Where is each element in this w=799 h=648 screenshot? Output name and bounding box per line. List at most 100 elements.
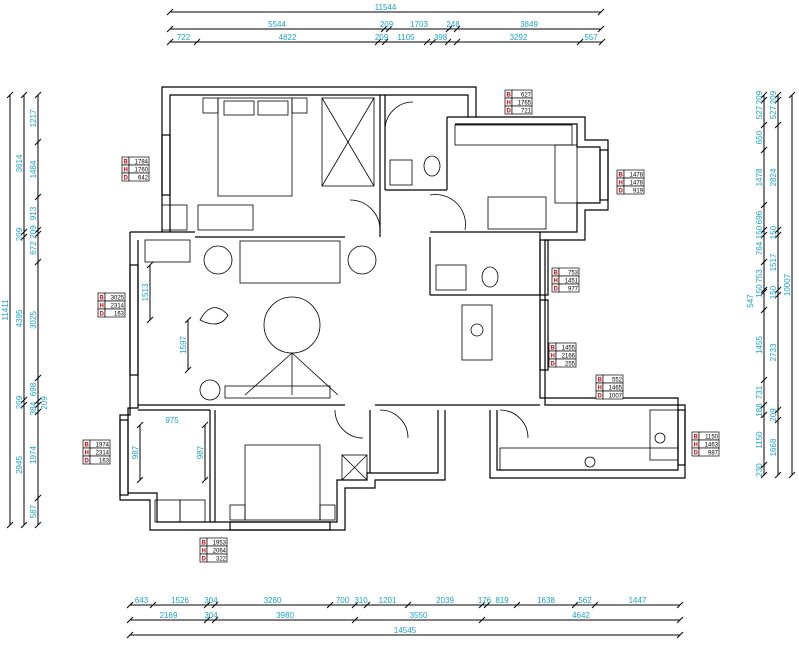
dimension-tick — [444, 38, 452, 46]
right-row3-dim-label: 650 — [755, 130, 764, 144]
table-value: 163 — [99, 459, 110, 465]
left-row3-dim-label: 1217 — [29, 109, 38, 127]
dimension-tick — [126, 616, 134, 624]
dimension-tick — [774, 286, 782, 294]
window — [677, 409, 686, 466]
table-value: 627 — [521, 93, 532, 99]
dimension-tick — [760, 376, 768, 384]
dimension-tick — [774, 91, 782, 99]
right-row2-dim-label: 2824 — [769, 168, 778, 186]
door-swing — [349, 199, 381, 231]
right-row2-dim-label: 1517 — [769, 253, 778, 271]
table-key: H — [598, 386, 602, 392]
left-row3-dim-label: 913 — [29, 206, 38, 220]
nightstand — [291, 97, 308, 114]
bed — [217, 97, 293, 197]
coffee-table — [263, 296, 321, 354]
dimension-tick — [788, 91, 796, 99]
dining-table — [461, 304, 493, 361]
right-row3-dim-label: 1455 — [755, 336, 764, 354]
table-value-cell — [89, 455, 111, 465]
top-row2-dim-label: 1703 — [410, 20, 428, 29]
dimension-tick — [20, 91, 28, 99]
table-value: 163 — [114, 312, 125, 318]
dimension-tick — [6, 91, 14, 99]
door-swing — [499, 409, 529, 439]
right-row3-dim-label: 1478 — [755, 168, 764, 186]
table-value: 2166 — [562, 354, 576, 360]
armchair — [199, 307, 229, 325]
interior-dim-label: 1597 — [179, 336, 188, 354]
dimension-tick — [513, 601, 521, 609]
top-row2-dim-label: 248 — [446, 20, 460, 29]
dimension-tick — [591, 601, 599, 609]
right-row3-dim-label: 696 — [755, 210, 764, 224]
outer-wall-inner — [455, 123, 679, 471]
table-key: H — [124, 168, 128, 174]
table-value: 322 — [216, 557, 227, 563]
dimension-tick — [34, 494, 42, 502]
bottom-row2-dim-label: 3980 — [276, 611, 294, 620]
dimension-tick — [363, 601, 371, 609]
table-value: 1478 — [630, 173, 644, 179]
dimension-tick — [676, 631, 684, 639]
left-row2-dim-label: 209 — [15, 227, 24, 241]
toilet — [423, 155, 441, 177]
right-row3-dim-label: 731 — [755, 385, 764, 399]
bottom-row1-dim-label: 643 — [135, 596, 149, 605]
dimension-tick — [760, 471, 768, 479]
dimension-tick — [774, 231, 782, 239]
dimension-tick — [760, 146, 768, 154]
bathtub-or-shower — [389, 159, 413, 186]
right-row2-dim-label: 150 — [769, 285, 778, 299]
stove — [584, 456, 596, 468]
table-key: D — [507, 109, 512, 115]
dimension-tick — [760, 231, 768, 239]
dimension-tick — [20, 396, 28, 404]
dimension-tick — [20, 228, 28, 236]
table-key: H — [85, 451, 89, 457]
bottom-row1-dim-label: 1526 — [171, 596, 189, 605]
washer — [154, 499, 181, 523]
dimension-tick — [478, 601, 486, 609]
nightstand — [319, 504, 336, 521]
dimension-tick — [774, 416, 782, 424]
dimension-tick — [34, 521, 42, 529]
walls — [119, 86, 686, 531]
table-value: 1478 — [630, 181, 644, 187]
sink-basin — [654, 432, 666, 444]
dimension-tick — [184, 366, 192, 374]
outer-wall — [161, 86, 477, 232]
dimension-tick — [774, 406, 782, 414]
table-value: 2314 — [111, 304, 125, 310]
wardrobe — [321, 97, 375, 187]
bed — [244, 444, 321, 521]
table-key: D — [551, 362, 556, 368]
left-row3-dim-label: 3025 — [29, 311, 38, 329]
window — [539, 239, 549, 296]
table-value: 642 — [138, 176, 149, 182]
interior-dim-label: 987 — [131, 445, 140, 459]
table-value: 1150 — [705, 435, 719, 441]
right-row3-dim-label: 209 — [755, 90, 764, 104]
dimension-tick — [146, 316, 154, 324]
kitchen-counter — [649, 409, 679, 461]
table-key: B — [619, 173, 624, 179]
table-value: 255 — [565, 362, 576, 368]
right-row3-dim-label: 1150 — [755, 431, 764, 449]
right-overall-dim-label: 10007 — [783, 273, 792, 296]
table-value: 919 — [633, 189, 644, 195]
table-key: H — [694, 443, 698, 449]
desk — [554, 144, 578, 204]
outer-wall — [119, 232, 446, 531]
dimension-tick — [20, 521, 28, 529]
table-key: B — [507, 93, 512, 99]
left-row3-dim-label: 1974 — [29, 446, 38, 464]
top-row3-dim-label: 557 — [584, 33, 598, 42]
dimension-tick — [326, 601, 334, 609]
dimension-tick — [381, 38, 389, 46]
window — [129, 264, 139, 376]
furniture — [144, 97, 679, 523]
table-value-cell — [128, 172, 150, 182]
